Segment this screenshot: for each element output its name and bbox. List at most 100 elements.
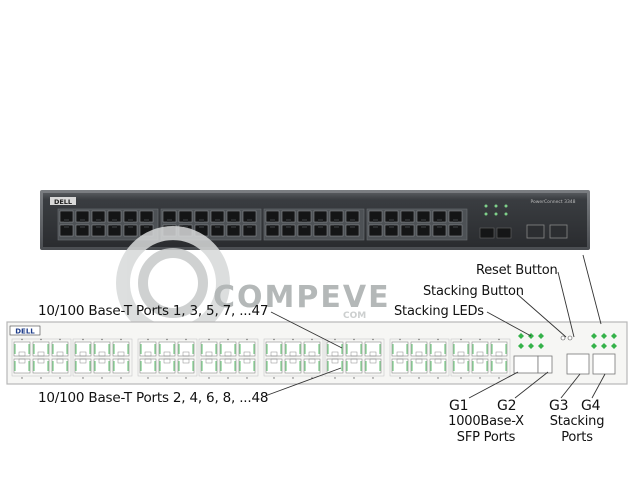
panel-rj45-latch bbox=[144, 351, 152, 357]
panel-rj45-latch bbox=[98, 351, 106, 357]
panel-reset-button bbox=[560, 335, 566, 341]
photo-rj45-latch bbox=[80, 225, 85, 228]
leader-g3 bbox=[560, 373, 581, 399]
photo-rj45-latch bbox=[453, 219, 458, 222]
panel-stacking-led bbox=[611, 333, 617, 339]
leader-lines bbox=[264, 254, 606, 399]
photo-rj45-latch bbox=[199, 225, 204, 228]
label-odd-ports: 10/100 Base-T Ports 1, 3, 5, 7, ...47 bbox=[38, 303, 269, 319]
photo-sfp-port-2 bbox=[496, 227, 512, 239]
photo-status-led bbox=[504, 204, 508, 208]
panel-port-number-dot bbox=[147, 338, 149, 341]
panel-sfp-port-g1 bbox=[513, 355, 539, 374]
panel-rj45-latch bbox=[476, 351, 484, 357]
leader-reset-button bbox=[557, 271, 575, 338]
panel-rj45-latch bbox=[415, 351, 423, 357]
label-g1: G1 bbox=[449, 398, 469, 414]
leader-odd-ports bbox=[270, 311, 343, 349]
panel-rj45-port bbox=[93, 358, 111, 374]
panel-port-number-dot bbox=[292, 377, 294, 379]
panel-rj45-latch bbox=[331, 358, 339, 364]
panel-rj45-port bbox=[219, 341, 237, 357]
panel-rj45-port bbox=[265, 358, 283, 374]
panel-stacking-led bbox=[601, 343, 607, 349]
panel-rj45-port bbox=[177, 358, 195, 374]
panel-rj45-port bbox=[452, 341, 470, 357]
panel-port-number-dot bbox=[273, 377, 275, 379]
panel-port-group-3 bbox=[137, 338, 198, 377]
photo-rj45-latch bbox=[247, 225, 252, 228]
photo-rj45-latch bbox=[421, 219, 426, 222]
panel-rj45-port bbox=[51, 358, 69, 374]
panel-port-number-dot bbox=[246, 338, 248, 341]
panel-port-group-4 bbox=[198, 338, 259, 377]
panel-port-number-dot bbox=[120, 338, 122, 341]
panel-rj45-port bbox=[13, 358, 31, 374]
panel-rj45-latch bbox=[270, 358, 278, 364]
panel-port-number-dot bbox=[21, 377, 23, 379]
panel-rj45-port bbox=[200, 341, 218, 357]
photo-rj45-latch bbox=[64, 225, 69, 228]
panel-rj45-port bbox=[284, 341, 302, 357]
panel-port-number-dot bbox=[208, 338, 210, 341]
photo-rj45-latch bbox=[302, 225, 307, 228]
panel-rj45-port bbox=[364, 358, 382, 374]
panel-rj45-latch bbox=[308, 358, 316, 364]
panel-port-number-dot bbox=[479, 338, 481, 341]
panel-port-number-dot bbox=[101, 338, 103, 341]
photo-rj45-latch bbox=[421, 225, 426, 228]
panel-port-number-dot bbox=[40, 338, 42, 341]
panel-port-group-5 bbox=[263, 338, 324, 377]
panel-rj45-port bbox=[238, 341, 256, 357]
photo-rj45-latch bbox=[373, 219, 378, 222]
panel-port-number-dot bbox=[40, 377, 42, 379]
panel-port-number-dot bbox=[372, 338, 374, 341]
photo-rj45-port-array bbox=[57, 208, 468, 241]
panel-rj45-port bbox=[158, 358, 176, 374]
photo-rj45-latch bbox=[389, 219, 394, 222]
photo-stacking-port-1 bbox=[526, 224, 545, 239]
panel-port-number-dot bbox=[82, 377, 84, 379]
panel-stacking-port-g4 bbox=[592, 353, 616, 375]
panel-rj45-latch bbox=[415, 358, 423, 364]
photo-rj45-latch bbox=[167, 219, 172, 222]
panel-rj45-port bbox=[93, 341, 111, 357]
panel-port-number-dot bbox=[166, 338, 168, 341]
panel-port-number-dot bbox=[437, 377, 439, 379]
panel-rj45-port bbox=[345, 341, 363, 357]
panel-rj45-latch bbox=[18, 351, 26, 357]
panel-port-number-dot bbox=[227, 377, 229, 379]
panel-rj45-latch bbox=[350, 351, 358, 357]
panel-rj45-port bbox=[158, 341, 176, 357]
photo-rj45-latch bbox=[199, 219, 204, 222]
photo-status-led bbox=[484, 212, 488, 216]
photo-rj45-latch bbox=[270, 219, 275, 222]
photo-rj45-latch bbox=[231, 219, 236, 222]
panel-rj45-port bbox=[429, 358, 447, 374]
panel-rj45-port bbox=[238, 358, 256, 374]
panel-port-number-dot bbox=[185, 338, 187, 341]
leader-stacking-ports-top bbox=[582, 254, 602, 325]
panel-rj45-port bbox=[219, 358, 237, 374]
panel-rj45-latch bbox=[79, 351, 87, 357]
panel-port-number-dot bbox=[311, 338, 313, 341]
photo-rj45-latch bbox=[302, 219, 307, 222]
panel-rj45-port bbox=[265, 341, 283, 357]
panel-rj45-latch bbox=[308, 351, 316, 357]
panel-stacking-led bbox=[518, 333, 524, 339]
panel-rj45-latch bbox=[56, 358, 64, 364]
panel-stacking-port-g3 bbox=[566, 353, 590, 375]
panel-port-number-dot bbox=[166, 377, 168, 379]
photo-rj45-latch bbox=[389, 225, 394, 228]
label-g3: G3 bbox=[549, 398, 569, 414]
panel-sfp-port-g2 bbox=[537, 355, 553, 374]
photo-rj45-latch bbox=[144, 225, 149, 228]
photo-rj45-latch bbox=[270, 225, 275, 228]
photo-stacking-port-2 bbox=[549, 224, 568, 239]
panel-rj45-latch bbox=[396, 351, 404, 357]
photo-rj45-latch bbox=[112, 225, 117, 228]
photo-rj45-latch bbox=[215, 219, 220, 222]
panel-rj45-latch bbox=[289, 358, 297, 364]
leader-stacking-button bbox=[516, 293, 567, 338]
panel-port-number-dot bbox=[120, 377, 122, 379]
